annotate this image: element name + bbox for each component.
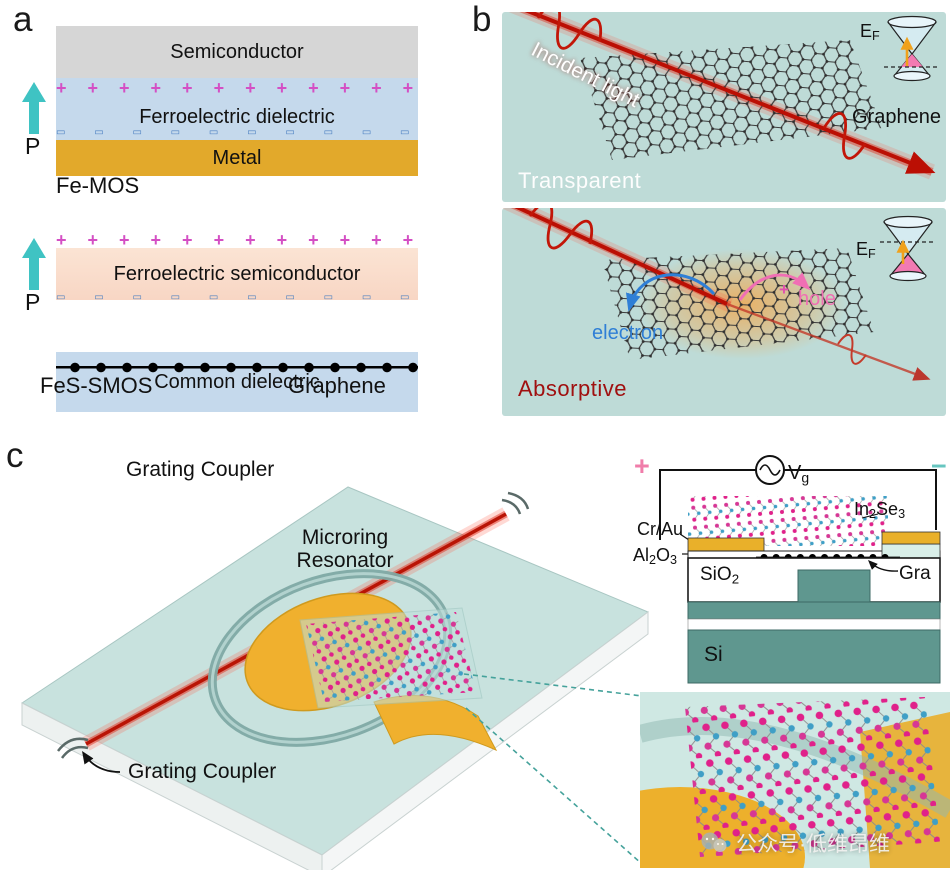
- fermi-sea-fill: [890, 254, 926, 276]
- si-label: Si: [704, 643, 723, 666]
- watermark: 公众号·低维昂维: [640, 828, 950, 858]
- layer-semiconductor-label: Semiconductor: [170, 40, 304, 63]
- crau-label: Cr/Au: [637, 519, 684, 539]
- grating-coupler-bottom-label: Grating Coupler: [128, 760, 277, 783]
- layer-metal: Metal: [56, 140, 418, 176]
- light-beam-in: [514, 208, 728, 306]
- grating-coupler-pointer-arrow: [82, 751, 121, 773]
- hole-label: hole: [798, 288, 836, 310]
- in2se3-label: In2Se3: [854, 499, 906, 522]
- panel-label-c: c: [6, 436, 24, 475]
- dirac-cone-inset: [884, 15, 940, 82]
- spacer-pad: [881, 543, 941, 559]
- device-layer: [687, 601, 941, 620]
- light-wave-icon: [822, 112, 867, 160]
- transparent-scene: [508, 12, 940, 180]
- grating-coupler-marks: [57, 491, 530, 759]
- layer-common-dielectric-label: Common dielectric: [154, 370, 320, 393]
- light-beam-out-attenuated: [726, 302, 931, 381]
- layer-ferroelectric-semiconductor-label: Ferroelectric semiconductor: [113, 262, 361, 285]
- panel-label-b: b: [472, 0, 492, 39]
- sio2-label: SiO2: [700, 564, 740, 587]
- in2se3-crystal-lattice: [306, 612, 476, 702]
- polarization-p-label: P: [25, 133, 41, 159]
- zoom-connector-line: [463, 673, 643, 697]
- state-transparent-label: Transparent: [518, 168, 642, 193]
- grating-coupler-top-label: Grating Coupler: [126, 458, 275, 481]
- si-substrate: [687, 629, 941, 684]
- fe-mos-stack: Semiconductor + + + + + + + + + + + + + …: [56, 26, 418, 176]
- crystal-zoom-inset: 公众号·低维昂维: [640, 692, 950, 868]
- layer-semiconductor: Semiconductor: [56, 26, 418, 78]
- fe-mos-label: Fe-MOS: [56, 173, 140, 198]
- negative-terminal: −: [931, 451, 947, 481]
- panel-label-a: a: [13, 0, 33, 39]
- layer-ferroelectric-semiconductor: Ferroelectric semiconductor: [56, 248, 418, 300]
- device-cross-section: [659, 455, 941, 684]
- al2o3-label: Al2O3: [633, 545, 678, 568]
- in2se3-crystal-zoom: [685, 697, 940, 857]
- graphene-label: Graphene: [288, 373, 386, 398]
- crau-electrode: [687, 537, 765, 552]
- dirac-cone-inset: [880, 215, 936, 282]
- state-absorptive-label: Absorptive: [518, 376, 627, 401]
- fermi-sea-fill: [901, 54, 923, 67]
- watermark-text: 公众号·低维昂维: [736, 833, 890, 856]
- absorptive-scene: [502, 208, 936, 381]
- fermi-level-label: EF: [856, 239, 876, 262]
- circuit-wire: [659, 469, 756, 540]
- gate-voltage-label: Vg: [788, 462, 810, 486]
- zoom-connector-line: [465, 707, 643, 865]
- light-wave-icon: [536, 12, 602, 50]
- crau-electrode: [881, 531, 941, 545]
- hole-arrow-icon: [738, 272, 811, 301]
- hole-plus-charge: +: [779, 280, 789, 299]
- positive-terminal: +: [634, 451, 650, 481]
- electron-label: electron: [592, 322, 664, 344]
- crystal-zoom-art: [640, 697, 950, 868]
- fes-smos-stack: + + + + + + + + + + + + + + + + + + Ferr…: [56, 230, 418, 412]
- box-layer: [687, 618, 941, 631]
- wechat-icon: [701, 832, 727, 852]
- layer-metal-label: Metal: [212, 146, 262, 169]
- waveguide-ridge: [797, 569, 871, 603]
- gra-label: Gra: [899, 563, 931, 584]
- light-wave-icon: [837, 334, 867, 365]
- gra-pointer-arrow: [868, 560, 899, 572]
- polarization-arrow-icon: [22, 82, 46, 134]
- negative-charge-row: ▭ ▭ ▭ ▭ ▭ ▭ ▭ ▭ ▭ ▭ ▭ ▭ ▭: [56, 292, 418, 303]
- light-wave-icon: [528, 208, 594, 250]
- graphene-atoms-row: [56, 361, 418, 374]
- positive-charge-row: + + + + + + + + + + + + + + + + + +: [56, 78, 418, 98]
- fermi-level-label: EF: [860, 21, 880, 44]
- graphene-label: Graphene: [852, 106, 941, 128]
- electron-arrow-icon: [626, 273, 716, 312]
- negative-charge-row: ▭ ▭ ▭ ▭ ▭ ▭ ▭ ▭ ▭ ▭ ▭ ▭ ▭: [56, 127, 418, 138]
- layer-ferroelectric-dielectric: + + + + + + + + + + + + + + + + + + Ferr…: [56, 78, 418, 140]
- polarization-arrow-icon: [22, 238, 46, 290]
- layer-ferroelectric-dielectric-label: Ferroelectric dielectric: [139, 105, 335, 128]
- fes-smos-label: FeS-SMOS: [40, 373, 153, 398]
- chip-side-face: [21, 702, 323, 870]
- microring-resonator-label: Microring Resonator: [296, 526, 394, 573]
- polarization-p-label: P: [25, 289, 41, 315]
- positive-charge-row: + + + + + + + + + + + + + + + + + +: [56, 230, 418, 250]
- graphene-lattice: [580, 40, 882, 160]
- circuit-wire: [784, 469, 937, 530]
- photonic-chip-scene: [21, 486, 650, 870]
